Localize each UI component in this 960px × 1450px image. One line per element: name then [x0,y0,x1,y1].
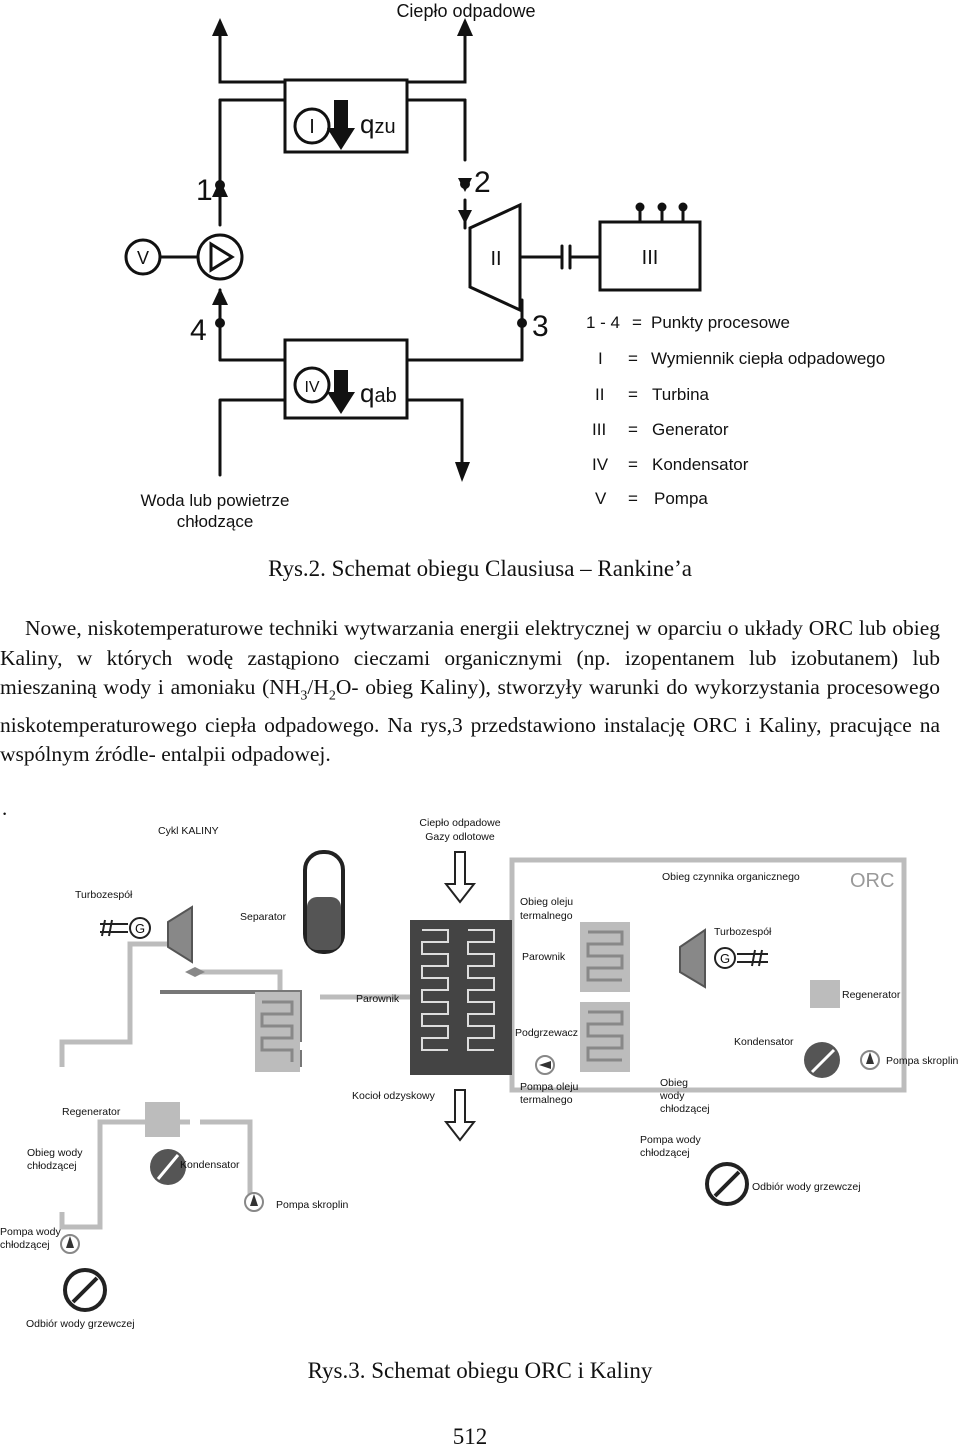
label-cw-pump-right-line2: chłodzącej [640,1147,690,1159]
legend: 1 - 4 = Punkty procesowe I = Wymiennik c… [586,313,885,508]
label-cw-pump-left-line2: chłodzącej [0,1239,50,1251]
numeral-III: III [642,247,659,269]
legend-key-2: I [598,349,603,368]
label-regen-left: Regenerator [62,1106,121,1118]
legend-value-2: Wymiennik ciepła odpadowego [651,349,885,368]
label-oil-pump-line2: termalnego [520,1094,573,1106]
figure-clausius-rankine-diagram: I II III IV V qzu qab 1 2 3 4 Ciepło odp… [124,1,885,531]
legend-key-6: V [595,489,607,508]
label-cw-right-line1: Obieg [660,1077,688,1089]
paragraph-part1: Nowe, niskotemperaturowe techniki wytwar… [0,616,940,699]
numeral-I: I [309,116,315,138]
numeral-IV: IV [304,379,319,396]
label-parownik-right: Parownik [522,951,566,963]
label-podgrzewacz: Podgrzewacz [515,1027,578,1039]
point-4: 4 [190,314,207,347]
legend-key-3: II [595,385,604,404]
legend-value-1: Punkty procesowe [651,313,790,332]
label-odbior-right: Odbiór wody grzewczej [752,1181,861,1193]
legend-value-3: Turbina [652,385,710,404]
trailing-dot: . [2,796,8,820]
paragraph-sub1: 3 [300,688,308,704]
label-pompa-skroplin-left: Pompa skroplin [276,1199,349,1211]
label-cw-left-line2: chłodzącej [27,1160,77,1172]
label-cw-right-line3: chłodzącej [660,1103,710,1115]
page-number: 512 [452,1424,488,1449]
label-kondensator-right: Kondensator [734,1036,794,1048]
label-parownik-left: Parownik [356,993,400,1005]
label-turbo-right: Turbozespół [714,926,772,938]
legend-key-4: III [592,420,606,439]
gen-symbol-left: G [135,921,145,936]
legend-eq-5: = [628,455,638,474]
legend-value-4: Generator [652,420,729,439]
point-3: 3 [532,310,549,343]
label-cw-right-line2: wody [659,1090,685,1102]
label-odbior-left: Odbiór wody grzewczej [26,1318,135,1330]
figure-3-caption: Rys.3. Schemat obiegu ORC i Kaliny [307,1358,653,1383]
label-separator: Separator [240,911,287,923]
paragraph-part2: /H [307,675,329,699]
legend-key-1: 1 - 4 [586,313,620,332]
legend-value-6: Pompa [654,489,708,508]
paragraph-part3: O- obieg Kaliny), stworzyły warunki do w… [0,675,940,767]
q-out-label: qab [360,378,397,408]
waste-heat-label: Ciepło odpadowe [396,1,535,21]
label-kalina-title: Cykl KALINY [158,825,219,837]
label-regen-right: Regenerator [842,989,901,1001]
coolant-label-line1: Woda lub powietrze [141,491,290,510]
point-1: 1 [196,174,213,207]
label-kondensator-left: Kondensator [180,1159,240,1171]
label-cw-left-line1: Obieg wody [27,1147,83,1159]
figure-2-caption: Rys.2. Schemat obiegu Clausiusa – Rankin… [268,556,692,581]
numeral-V: V [137,248,149,268]
label-cw-pump-left-line1: Pompa wody [0,1226,61,1238]
paragraph-sub2: 2 [328,688,336,704]
legend-eq-2: = [628,349,638,368]
label-oil-line2: termalnego [520,910,573,922]
point-2: 2 [474,166,491,199]
label-heat-line1: Ciepło odpadowe [419,817,500,829]
label-pompa-skroplin-right: Pompa skroplin [886,1055,959,1067]
legend-eq-6: = [628,489,638,508]
label-heat-line2: Gazy odlotowe [425,831,495,843]
label-turbo-left: Turbozespół [75,889,133,901]
legend-value-5: Kondensator [652,455,749,474]
legend-eq-4: = [628,420,638,439]
figure-orc-kalina-diagram: G G Cykl KALINY Ciepło odp [0,817,959,1330]
label-kociol: Kocioł odzyskowy [352,1090,436,1102]
coolant-label-line2: chłodzące [177,512,254,531]
gen-symbol-right: G [720,951,730,966]
label-oil-line1: Obieg oleju [520,896,573,908]
label-orc-title: ORC [850,870,894,892]
q-in-label: qzu [360,109,396,139]
label-cw-pump-right-line1: Pompa wody [640,1134,701,1146]
label-oil-pump-line1: Pompa oleju [520,1081,579,1093]
body-paragraph: Nowe, niskotemperaturowe techniki wytwar… [0,614,940,770]
label-orc-loop: Obieg czynnika organicznego [662,871,800,883]
legend-eq-1: = [632,313,642,332]
legend-key-5: IV [592,455,609,474]
legend-eq-3: = [628,385,638,404]
numeral-II: II [490,248,501,270]
